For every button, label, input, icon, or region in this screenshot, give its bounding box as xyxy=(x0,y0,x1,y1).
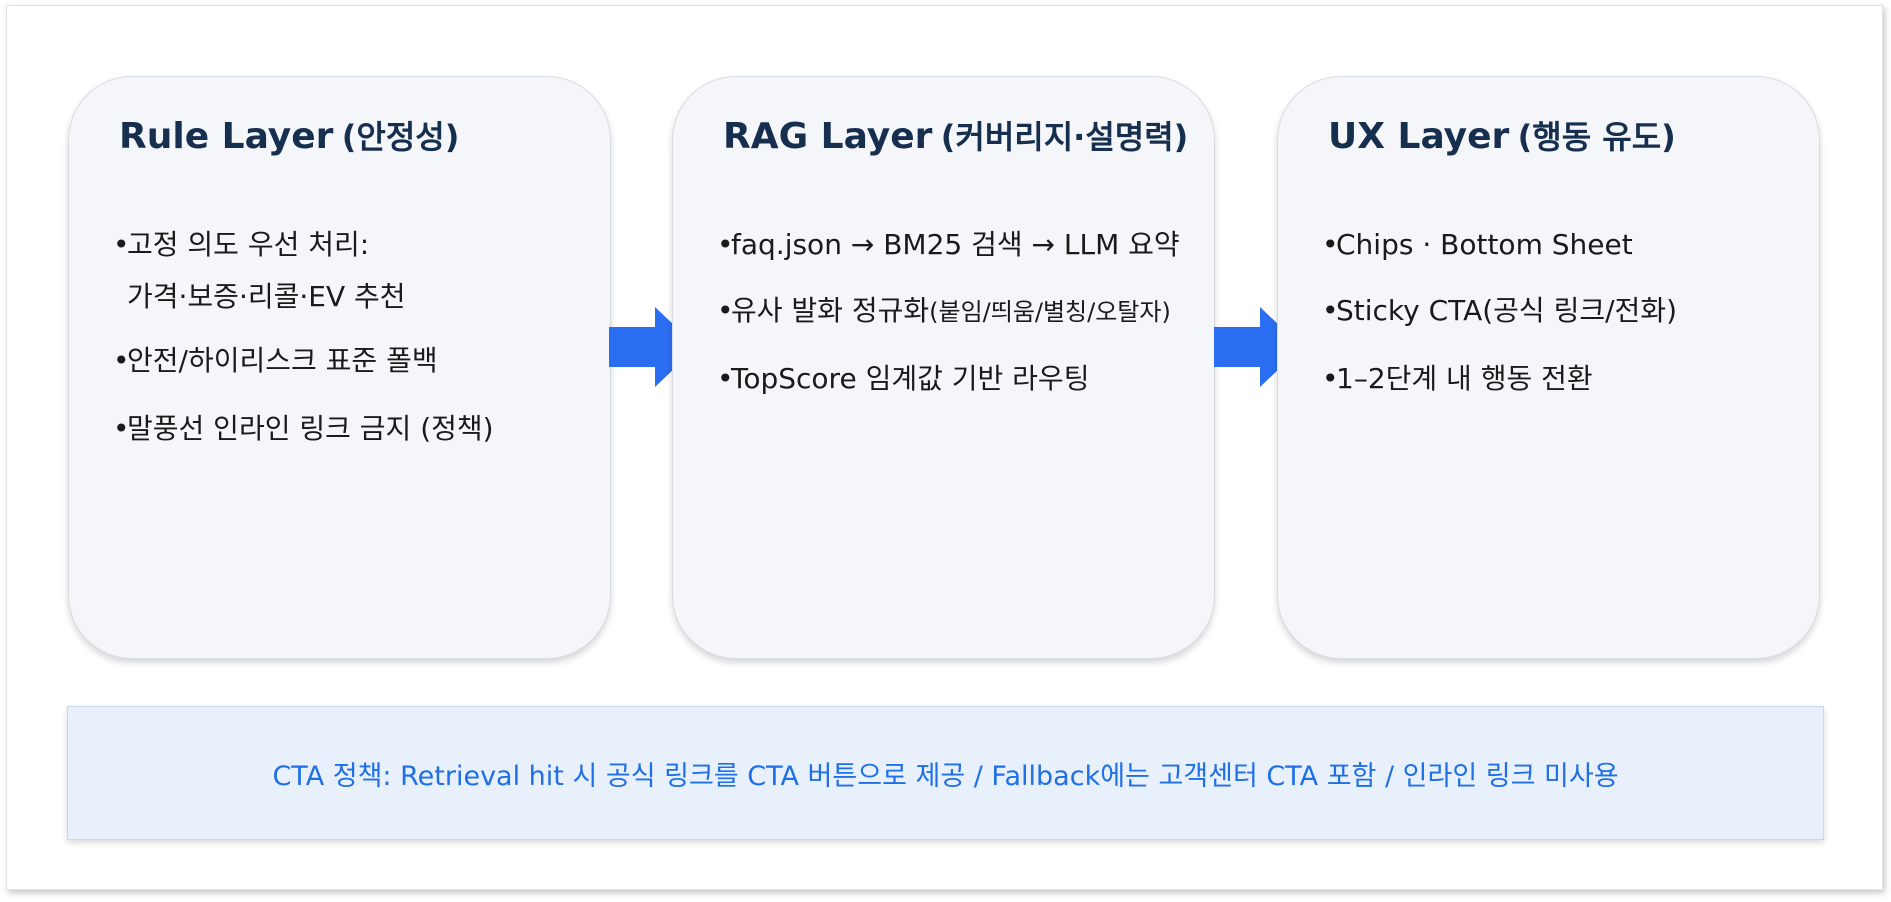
bullet-dot: • xyxy=(1322,228,1339,261)
bullet-text: 말풍선 인라인 링크 금지 (정책) xyxy=(127,412,494,445)
bullet-dot: • xyxy=(113,412,130,445)
bullet-dot: • xyxy=(717,228,734,261)
bullet-item: •Chips · Bottom Sheet xyxy=(1322,227,1633,262)
bullet-text: 안전/하이리스크 표준 폴백 xyxy=(127,344,438,377)
bullet-item: •유사 발화 정규화(붙임/띄움/별칭/오탈자) xyxy=(717,293,1171,328)
bullet-dot: • xyxy=(113,228,130,261)
card-title-sub: (행동 유도) xyxy=(1517,118,1676,156)
bullet-item: •TopScore 임계값 기반 라우팅 xyxy=(717,361,1089,396)
bullet-item: •안전/하이리스크 표준 폴백 xyxy=(113,343,438,378)
card-title-main: UX Layer xyxy=(1328,116,1510,157)
bullet-text: Chips · Bottom Sheet xyxy=(1336,228,1633,261)
card-title-main: Rule Layer xyxy=(119,116,334,157)
rag-layer-card: RAG Layer (커버리지·설명력) •faq.json → BM25 검색… xyxy=(672,76,1215,659)
ux-layer-card: UX Layer (행동 유도) •Chips · Bottom Sheet •… xyxy=(1277,76,1820,659)
cta-policy-banner: CTA 정책: Retrieval hit 시 공식 링크를 CTA 버튼으로 … xyxy=(67,706,1824,840)
bullet-dot: • xyxy=(113,344,130,377)
bullet-item: •1–2단계 내 행동 전환 xyxy=(1322,361,1593,396)
bullet-item: •faq.json → BM25 검색 → LLM 요약 xyxy=(717,227,1180,262)
bullet-item-continued: 가격·보증·리콜·EV 추천 xyxy=(127,279,406,314)
bullet-item: •고정 의도 우선 처리: xyxy=(113,227,369,262)
rule-layer-card: Rule Layer (안정성) •고정 의도 우선 처리: 가격·보증·리콜·… xyxy=(68,76,611,659)
bullet-text: 유사 발화 정규화 xyxy=(731,294,930,327)
bullet-item: •Sticky CTA(공식 링크/전화) xyxy=(1322,293,1677,328)
bullet-text-small: (붙임/띄움/별칭/오탈자) xyxy=(929,298,1171,326)
bullet-dot: • xyxy=(717,362,734,395)
card-title: Rule Layer (안정성) xyxy=(119,115,459,158)
cta-policy-text: CTA 정책: Retrieval hit 시 공식 링크를 CTA 버튼으로 … xyxy=(272,760,1619,792)
card-title-sub: (안정성) xyxy=(341,118,460,156)
bullet-item: •말풍선 인라인 링크 금지 (정책) xyxy=(113,411,494,446)
bullet-text: 고정 의도 우선 처리: xyxy=(127,228,370,261)
bullet-text: 가격·보증·리콜·EV 추천 xyxy=(127,280,406,313)
card-title-main: RAG Layer xyxy=(723,116,933,157)
card-title-sub: (커버리지·설명력) xyxy=(940,118,1189,156)
bullet-dot: • xyxy=(1322,294,1339,327)
bullet-text: 1–2단계 내 행동 전환 xyxy=(1336,362,1593,395)
bullet-text: faq.json → BM25 검색 → LLM 요약 xyxy=(731,228,1180,261)
bullet-text: Sticky CTA(공식 링크/전화) xyxy=(1336,294,1677,327)
bullet-dot: • xyxy=(1322,362,1339,395)
card-title: RAG Layer (커버리지·설명력) xyxy=(723,115,1188,158)
bullet-dot: • xyxy=(717,294,734,327)
card-title: UX Layer (행동 유도) xyxy=(1328,115,1676,158)
bullet-text: TopScore 임계값 기반 라우팅 xyxy=(731,362,1090,395)
